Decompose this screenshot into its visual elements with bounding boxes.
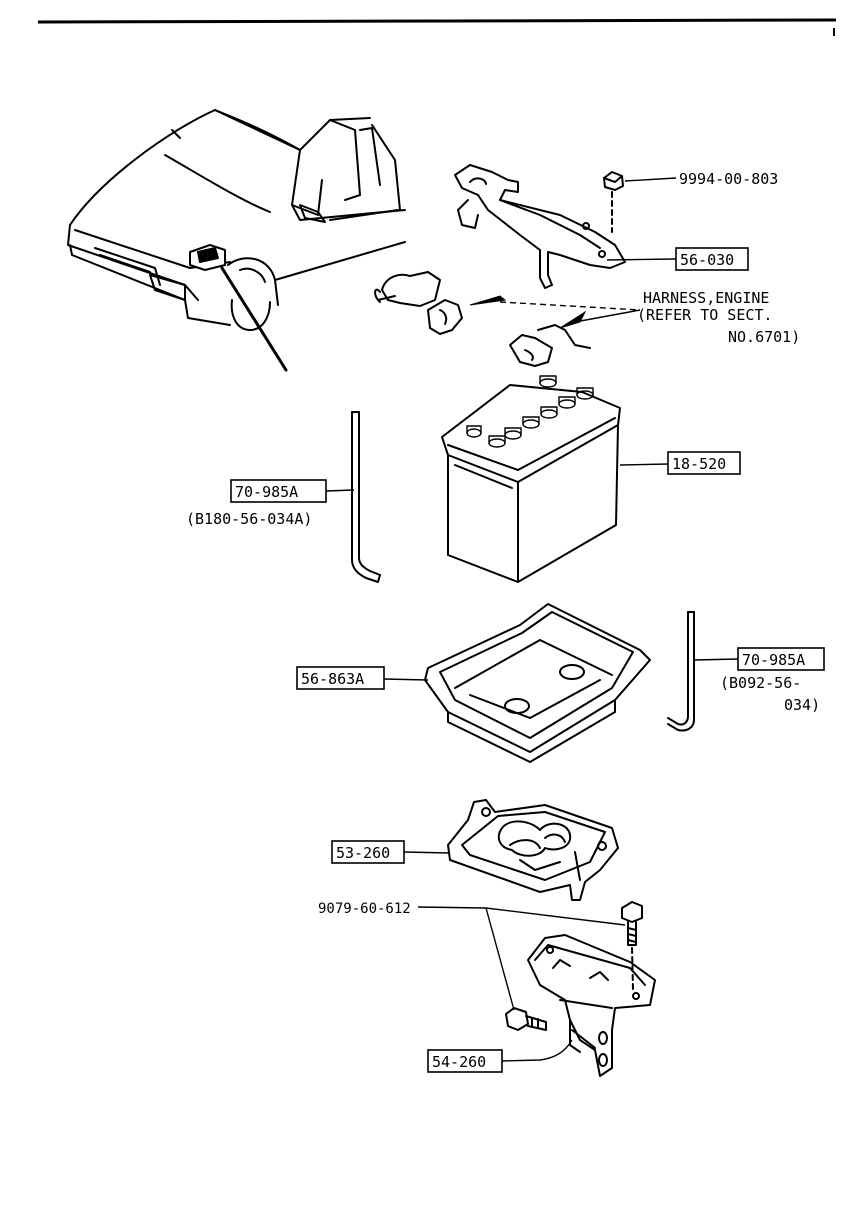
- left-rod-alt-number: (B180-56-034A): [186, 510, 312, 528]
- carrier-label-box: [331, 840, 405, 864]
- battery-part-number: 18-520: [672, 455, 726, 473]
- right-rod-label-box: [737, 647, 825, 671]
- right-rod-alt-number-2: 034): [784, 696, 820, 714]
- tray-part-number: 56-863A: [301, 670, 364, 688]
- right-rod-alt-number-1: (B092-56-: [720, 674, 801, 692]
- left-rod-part-number: 70-985A: [235, 483, 298, 501]
- battery-drawing: [441, 375, 621, 583]
- tray-drawing: [424, 603, 651, 763]
- harness-arrow-2: [559, 310, 587, 329]
- carrier-drawing: [447, 799, 619, 901]
- carrier-part-number: 53-260: [336, 844, 390, 862]
- harness-label-line2: (REFER TO SECT.: [637, 306, 772, 324]
- left-rod-label-box: [230, 479, 327, 503]
- hold-down-label-box: [675, 247, 749, 271]
- right-rod-leader: [693, 658, 739, 661]
- bolt-leader: [417, 906, 626, 926]
- bolt-part-number: 9079-60-612: [318, 901, 411, 917]
- harness-arrow-1: [469, 295, 507, 306]
- support-bracket-label-box: [427, 1049, 503, 1073]
- harness-leader-2: [574, 309, 641, 323]
- hold-down-leader: [606, 258, 677, 261]
- battery-label-box: [667, 451, 741, 475]
- top-rule: [37, 18, 837, 24]
- left-rod-leader: [325, 489, 355, 492]
- support-bracket-drawing: [527, 934, 656, 1077]
- support-bracket-part-number: 54-260: [432, 1053, 486, 1071]
- left-rod-drawing: [351, 411, 381, 583]
- support-bracket-leader: [501, 1039, 573, 1062]
- hold-down-part-number: 56-030: [680, 251, 734, 269]
- nut-part-number: 9994-00-803: [679, 170, 778, 188]
- car-front-illustration: [67, 109, 406, 372]
- harness-label-line3: NO.6701): [728, 328, 800, 346]
- battery-leader: [619, 463, 669, 466]
- right-rod-drawing: [667, 611, 695, 732]
- bolt-upper-drawing: [621, 901, 643, 991]
- tray-label-box: [296, 666, 385, 690]
- nut-leader: [624, 177, 677, 182]
- harness-label-line1: HARNESS,ENGINE: [643, 289, 769, 307]
- harness-terminals-drawing: [374, 271, 591, 367]
- right-rod-part-number: 70-985A: [742, 651, 805, 669]
- hold-down-bracket-drawing: [454, 164, 626, 289]
- carrier-leader: [403, 851, 451, 854]
- nut-drawing: [603, 171, 624, 233]
- harness-leader-1: [499, 301, 641, 311]
- tray-leader: [383, 678, 429, 681]
- bolt-lower-drawing: [505, 1007, 547, 1031]
- bolt-leader-branch: [485, 907, 515, 1011]
